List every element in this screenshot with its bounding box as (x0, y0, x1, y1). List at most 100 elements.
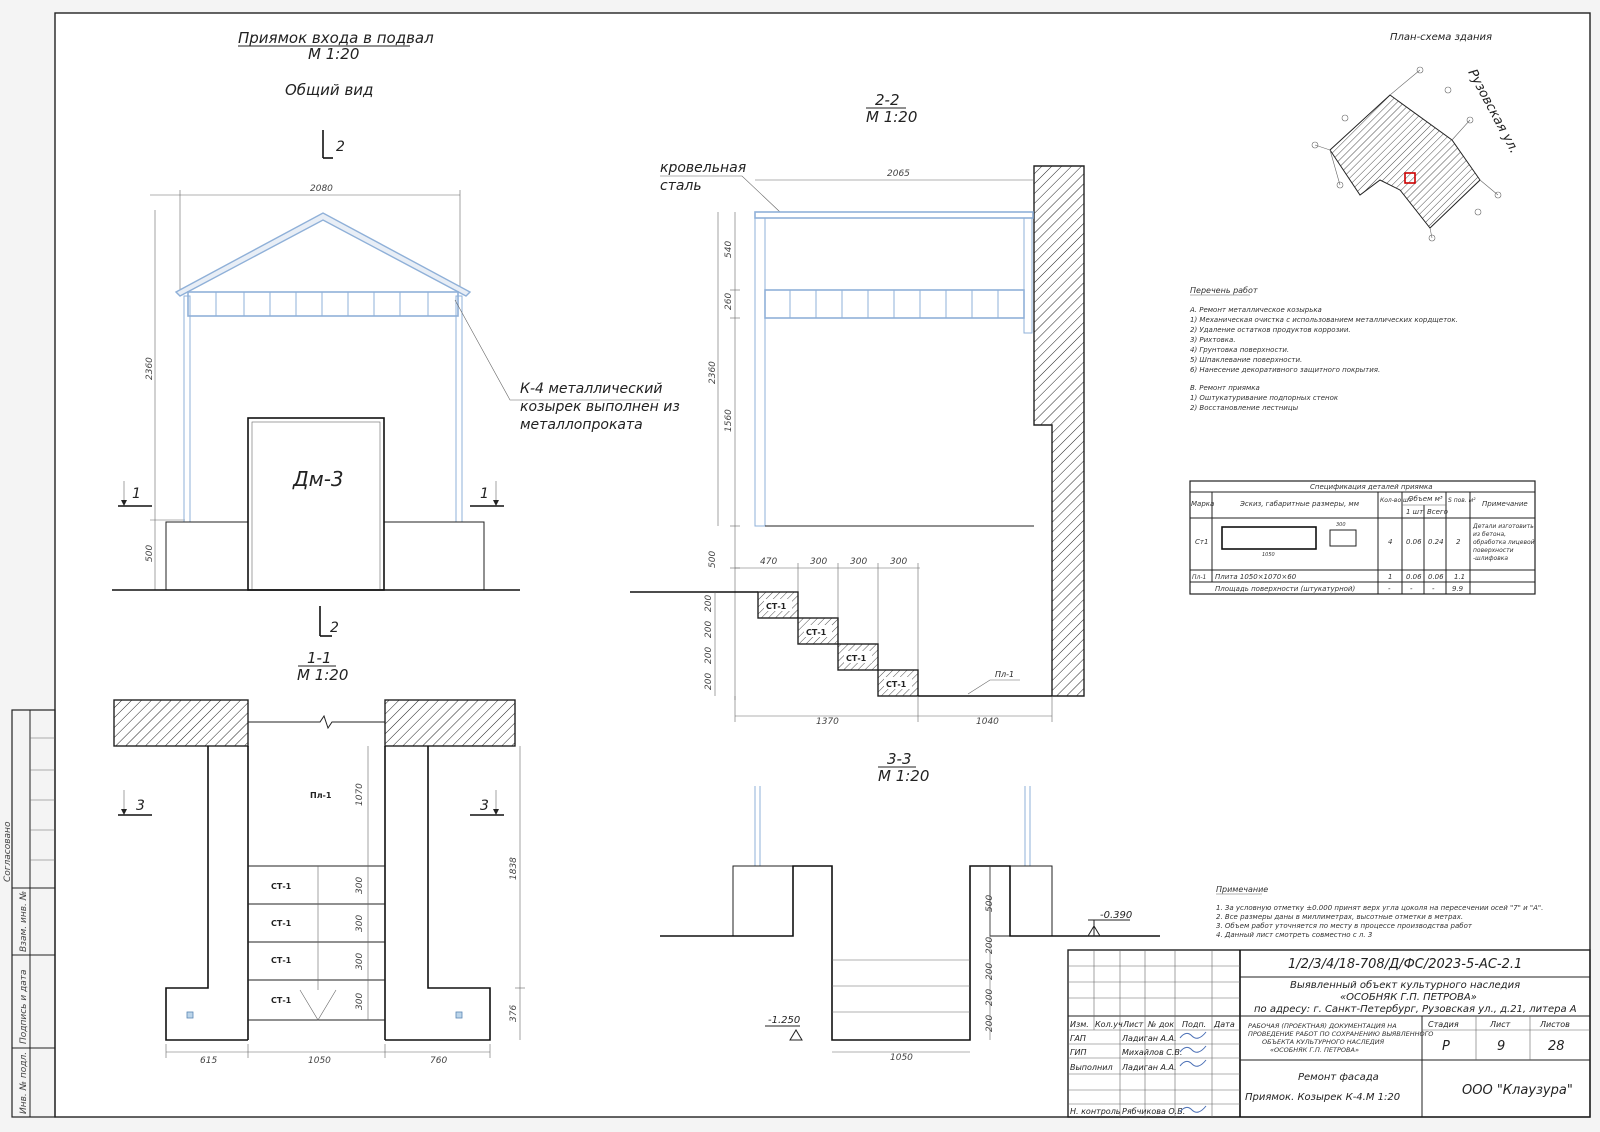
general-view-titles: Приямок входа в подвал М 1:20 Общий вид (238, 29, 434, 99)
signature-1 (1179, 1031, 1207, 1039)
dim-2065: 2065 (887, 169, 910, 179)
dim-2080: 2080 (310, 184, 333, 194)
svg-text:500: 500 (985, 895, 995, 912)
svg-text:Н. контроль: Н. контроль (1070, 1107, 1121, 1116)
svg-text:300: 300 (355, 877, 365, 894)
svg-text:2: 2 (1456, 538, 1461, 546)
stamp-sheets: 28 (1548, 1039, 1565, 1054)
svg-text:0.24: 0.24 (1428, 538, 1444, 546)
svg-text:-: - (1388, 585, 1391, 593)
svg-text:Марка: Марка (1191, 500, 1214, 508)
step-1: СТ-1 (271, 882, 292, 891)
svg-text:Площадь поверхности (штукатурн: Площадь поверхности (штукатурной) (1215, 585, 1355, 593)
svg-text:Дата: Дата (1213, 1020, 1235, 1029)
stamp-sheet: 9 (1497, 1039, 1505, 1054)
sheet-frame (54, 12, 1591, 1118)
pit-title: Приямок входа в подвал (238, 29, 434, 47)
canopy-note-2: козырек выполнен из (520, 399, 680, 415)
plate-label-sec: Пл-1 (995, 670, 1014, 679)
svg-text:Михайлов С.В.: Михайлов С.В. (1122, 1048, 1182, 1057)
svg-text:0.06: 0.06 (1428, 573, 1444, 581)
signature-2 (1179, 1045, 1207, 1053)
spec-title: Спецификация деталей приямка (1310, 483, 1433, 491)
svg-text:2: 2 (330, 620, 339, 636)
sec11-scale: М 1:20 (297, 666, 348, 684)
cut-mark-2-bottom: 2 (319, 606, 339, 637)
title-block: Изм. Кол.уч Лист № док Подп. Дата ГАП Ла… (1067, 949, 1591, 1118)
svg-text:-: - (1432, 585, 1435, 593)
svg-text:5) Шпаклевание поверхност: 5) Шпаклевание поверхности. (1190, 356, 1302, 364)
svg-text:300: 300 (1336, 522, 1346, 528)
stamp-object-2: «ОСОБНЯК Г.П. ПЕТРОВА» (1340, 992, 1477, 1003)
svg-text:300: 300 (890, 557, 907, 567)
svg-text:9.9: 9.9 (1452, 585, 1464, 593)
svg-text:200: 200 (704, 673, 714, 690)
general-view: 2080 2360 500 Дм-3 1 1 (112, 184, 680, 591)
stamp-company: ООО "Клаузура" (1462, 1083, 1573, 1098)
svg-text:1: 1 (480, 486, 489, 502)
svg-text:Пл-1: Пл-1 (1192, 574, 1206, 581)
svg-text:1.1: 1.1 (1454, 573, 1465, 581)
step-2: СТ-1 (271, 919, 292, 928)
svg-text:1. За условную отметку ±0.0: 1. За условную отметку ±0.000 принят вер… (1216, 904, 1543, 912)
dim-376: 376 (509, 1005, 519, 1022)
sec33-scale: М 1:20 (878, 767, 929, 785)
svg-text:Примечание: Примечание (1482, 500, 1528, 508)
svg-text:0.06: 0.06 (1406, 538, 1422, 546)
svg-text:2) Удаление остатков прод: 2) Удаление остатков продуктов коррозии. (1190, 326, 1351, 334)
svg-text:Рябчикова О.В.: Рябчикова О.В. (1122, 1107, 1185, 1116)
side-approved: Согласовано (3, 821, 13, 882)
canopy-note-1: К-4 металлический (520, 381, 663, 397)
dim-1070: 1070 (355, 783, 365, 806)
dim-470: 470 (760, 557, 777, 567)
svg-text:2) Восстановление лестниц: 2) Восстановление лестницы (1190, 404, 1299, 412)
svg-text:Всего: Всего (1427, 508, 1448, 516)
general-view-label: Общий вид (285, 81, 373, 99)
signature-3 (1179, 1059, 1207, 1067)
plan-scheme-title: План-схема здания (1390, 32, 1492, 43)
step-4: СТ-1 (271, 996, 292, 1005)
side-inv-orig: Инв. № подл. (19, 1052, 29, 1114)
stamp-section: Ремонт фасада (1298, 1072, 1379, 1083)
svg-text:РАБОЧАЯ (ПРОЕКТНАЯ) ДОКУМЕНТАЦ: РАБОЧАЯ (ПРОЕКТНАЯ) ДОКУМЕНТАЦИЯ НА (1248, 1022, 1397, 1030)
dim-500-sec: 500 (708, 551, 718, 568)
svg-text:Выполнил: Выполнил (1070, 1063, 1113, 1072)
dim-760: 760 (430, 1056, 447, 1066)
plate-label-plan: Пл-1 (310, 791, 332, 800)
svg-text:Плита 1050×1070×60: Плита 1050×1070×60 (1215, 573, 1297, 581)
stamp-code: 1/2/3/4/18-708/Д/ФС/2023-5-АС-2.1 (1288, 957, 1522, 972)
svg-text:Эскиз, габаритные размеры, мм: Эскиз, габаритные размеры, мм (1239, 500, 1360, 508)
svg-text:4: 4 (1388, 538, 1392, 546)
svg-text:300: 300 (355, 993, 365, 1010)
svg-text:ПРОВЕДЕНИЕ РАБОТ ПО СОХРАНЕНИЮ: ПРОВЕДЕНИЕ РАБОТ ПО СОХРАНЕНИЮ ВЫЯВЛЕННО… (1248, 1030, 1433, 1038)
svg-text:ГИП: ГИП (1070, 1048, 1086, 1057)
svg-text:А. Ремонт металлическое к: А. Ремонт металлическое козырька (1189, 306, 1322, 314)
svg-text:3) Рихтовка.: 3) Рихтовка. (1190, 336, 1236, 344)
dim-2360-sec: 2360 (708, 361, 718, 384)
svg-text:200: 200 (985, 1015, 995, 1032)
signature-4 (1179, 1105, 1207, 1113)
dim-1050-plan: 1050 (308, 1056, 331, 1066)
svg-text:1 шт: 1 шт (1406, 508, 1424, 516)
svg-text:СТ-1: СТ-1 (766, 602, 787, 611)
svg-text:300: 300 (810, 557, 827, 567)
works-list: Перечень работ А. Ремонт металлическое к… (1189, 286, 1458, 412)
svg-text:Листов: Листов (1539, 1020, 1570, 1029)
svg-text:1) Механическая очистка с: 1) Механическая очистка с использованием… (1190, 316, 1458, 324)
sec33-title: 3-3 (887, 750, 912, 768)
dim-260: 260 (724, 293, 734, 310)
svg-text:200: 200 (985, 963, 995, 980)
section-1-1: 1-1 М 1:20 Пл-1 СТ-1 СТ-1 СТ-1 СТ-1 1070… (113, 649, 525, 1066)
svg-text:Ст1: Ст1 (1195, 538, 1208, 546)
sec22-scale: М 1:20 (866, 108, 917, 126)
section-2-2: 2-2 М 1:20 кровельная сталь 2065 540 260… (630, 91, 1085, 727)
svg-text:«ОСОБНЯК Г.П. ПЕТРОВА»: «ОСОБНЯК Г.П. ПЕТРОВА» (1270, 1046, 1359, 1054)
svg-text:4) Грунтовка поверхности.: 4) Грунтовка поверхности. (1190, 346, 1289, 354)
svg-text:200: 200 (704, 647, 714, 664)
svg-text:3: 3 (480, 798, 489, 814)
svg-text:Лист: Лист (1122, 1020, 1144, 1029)
svg-text:Объем м³: Объем м³ (1408, 495, 1443, 503)
svg-text:3: 3 (136, 798, 145, 814)
notes-heading: Примечание (1216, 885, 1268, 894)
